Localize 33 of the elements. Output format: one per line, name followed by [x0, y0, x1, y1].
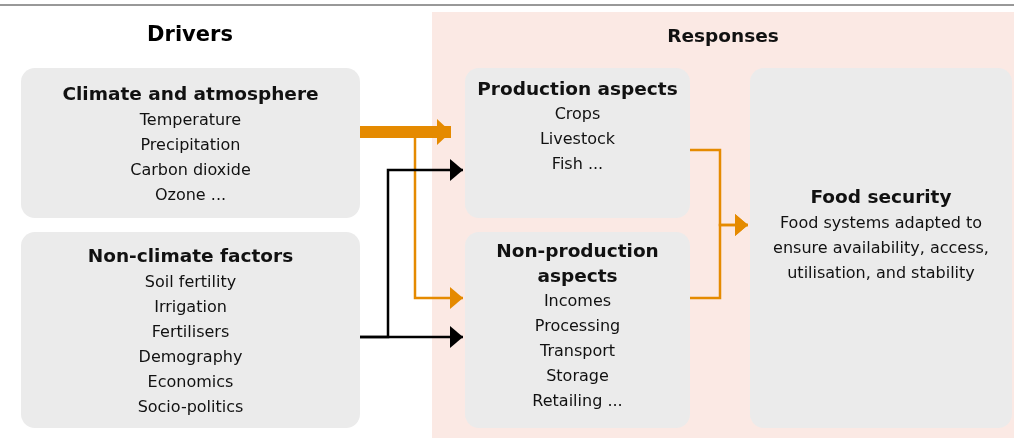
heading: Non-production aspects [495, 239, 660, 288]
list-item: Transport [538, 340, 617, 362]
list-item: Soil fertility [143, 271, 238, 293]
list-item: Processing [533, 315, 622, 337]
list-item: Socio-politics [136, 396, 245, 418]
list-item: Temperature [138, 109, 243, 131]
list-item: Fertilisers [150, 321, 231, 343]
column-heading: Drivers [146, 22, 234, 46]
list-item: Storage [545, 365, 610, 387]
list-item: Retailing ... [531, 390, 624, 412]
list-item: Ozone ... [153, 184, 228, 206]
arrow [690, 214, 748, 300]
list-item: Demography [137, 346, 244, 368]
list-item: Fish ... [550, 153, 605, 175]
list-item: Economics [146, 371, 235, 393]
heading: Non-climate factors [86, 244, 295, 268]
rounded-box [465, 68, 690, 218]
arrow [360, 326, 463, 348]
list-item: Crops [553, 103, 602, 125]
list-item: Carbon dioxide [129, 159, 252, 181]
list-item: Food systems adapted to ensure availability, access, utilisation, and stability [772, 212, 990, 284]
heading: Food security [809, 185, 953, 209]
list-item: Incomes [542, 290, 613, 312]
list-item: Livestock [538, 128, 617, 150]
arrow [360, 119, 451, 145]
rounded-box [465, 232, 690, 428]
rounded-box [21, 68, 360, 218]
list-item: Irrigation [153, 296, 228, 318]
heading: Climate and atmosphere [61, 82, 320, 106]
rounded-box [21, 232, 360, 428]
list-item: Precipitation [139, 134, 242, 156]
heading: Responses [666, 24, 780, 48]
heading: Production aspects [476, 77, 679, 101]
